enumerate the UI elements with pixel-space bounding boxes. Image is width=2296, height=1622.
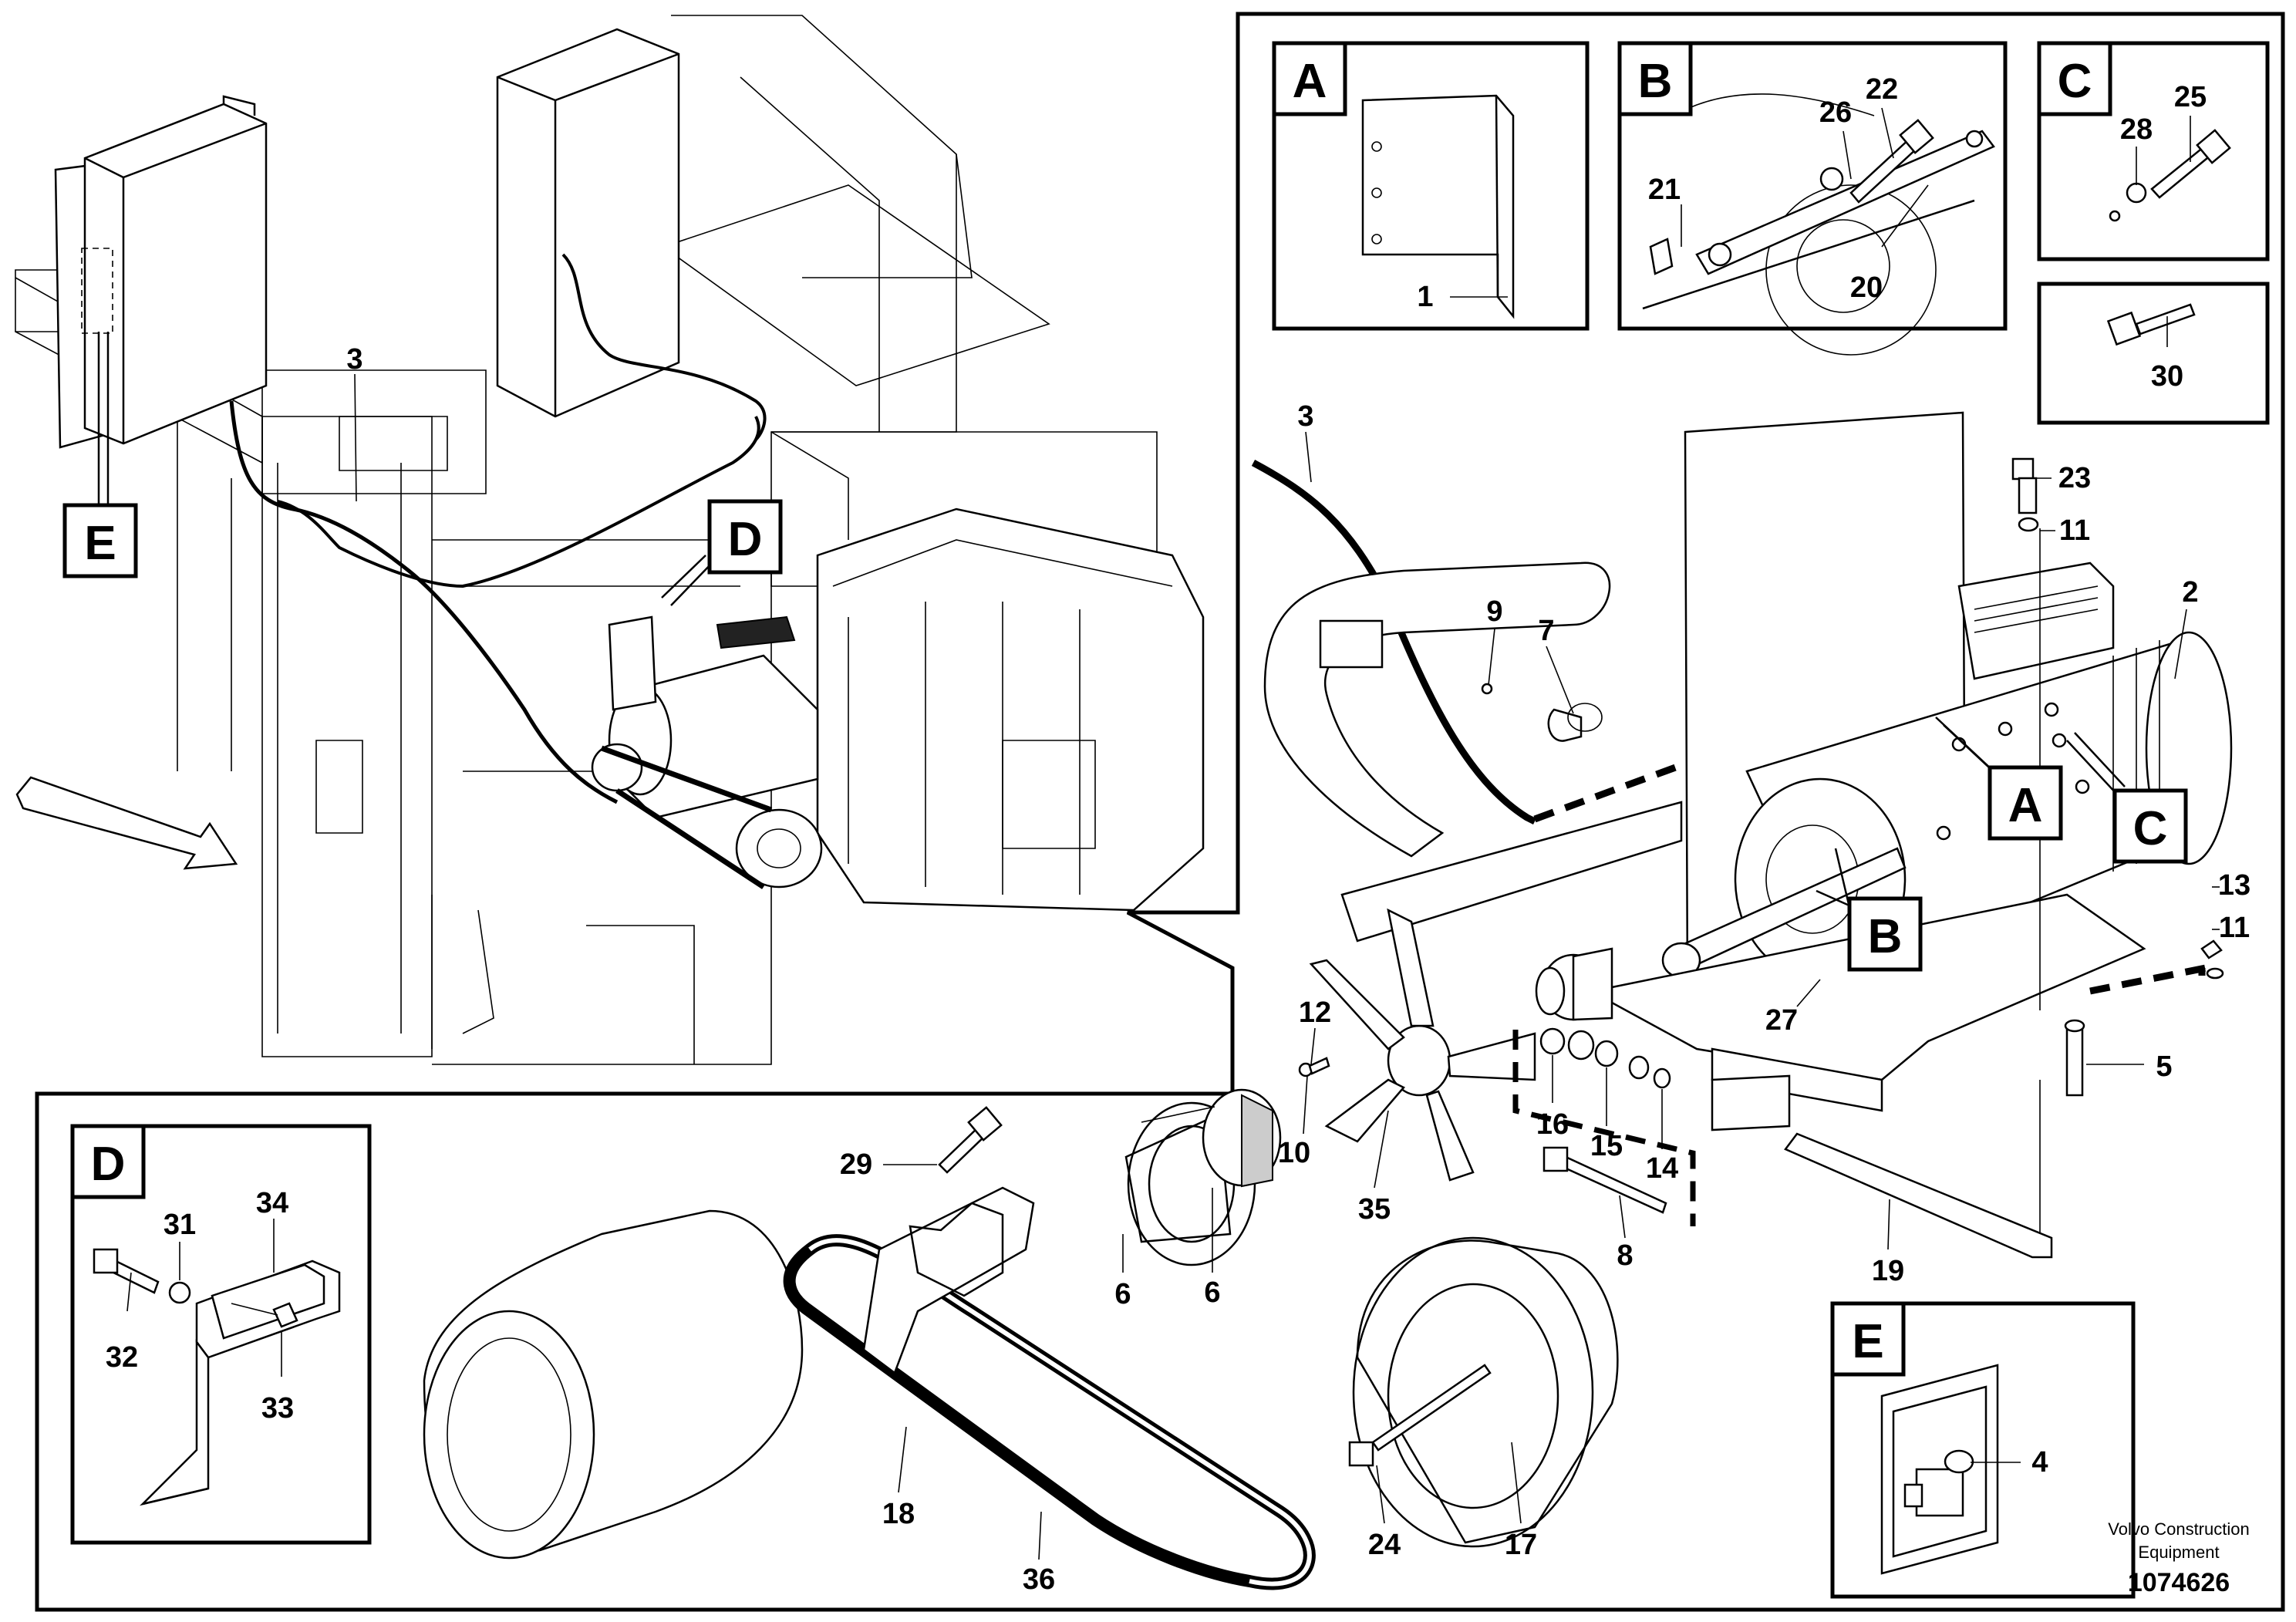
label-16: 16 <box>1536 1108 1569 1141</box>
generator-assembly <box>423 411 2233 1590</box>
label-15: 15 <box>1590 1130 1623 1162</box>
callout-D-overview: D <box>661 499 783 606</box>
svg-text:A: A <box>1293 55 1327 108</box>
label-23: 23 <box>2058 462 2091 494</box>
detail-box-C: C 28 25 <box>2037 41 2270 261</box>
label-13: 13 <box>2218 869 2250 902</box>
svg-text:32: 32 <box>106 1341 138 1374</box>
label-11-right: 11 <box>2219 912 2250 944</box>
label-9: 9 <box>1486 595 1502 628</box>
svg-text:D: D <box>91 1138 126 1191</box>
label-11-top: 11 <box>2059 514 2090 547</box>
label-17: 17 <box>1505 1529 1537 1561</box>
label-14: 14 <box>1646 1152 1678 1185</box>
label-7: 7 <box>1538 615 1554 647</box>
svg-text:E: E <box>1852 1315 1883 1368</box>
callout-E-overview: E <box>62 332 138 578</box>
svg-text:21: 21 <box>1648 174 1681 206</box>
label-10: 10 <box>1278 1137 1310 1169</box>
label-19: 19 <box>1872 1255 1904 1287</box>
footer-credit: Volvo Construction Equipment 1074626 <box>2108 1519 2249 1597</box>
label-3-overview: 3 <box>346 343 362 376</box>
detail-box-E: E 4 <box>1830 1301 2136 1599</box>
svg-text:28: 28 <box>2120 113 2153 146</box>
svg-text:B: B <box>1868 910 1903 963</box>
svg-text:B: B <box>1638 55 1673 108</box>
svg-text:D: D <box>728 513 763 566</box>
label-6-right: 6 <box>1204 1276 1220 1309</box>
svg-text:Equipment: Equipment <box>2138 1543 2219 1562</box>
machine-overview <box>15 15 1205 1065</box>
svg-text:22: 22 <box>1866 73 1898 106</box>
svg-text:A: A <box>2008 779 2043 832</box>
part-labels: 3 2 23 11 13 11 5 9 7 12 10 16 15 14 27 … <box>840 400 2250 1596</box>
label-12: 12 <box>1299 996 1331 1029</box>
svg-text:20: 20 <box>1850 271 1883 304</box>
svg-text:1: 1 <box>1417 281 1433 313</box>
svg-text:26: 26 <box>1819 96 1852 129</box>
detail-box-D: D 31 34 32 33 <box>70 1124 372 1545</box>
label-2: 2 <box>2182 576 2198 609</box>
detail-box-A: A 1 <box>1272 41 1590 331</box>
label-36: 36 <box>1023 1563 1055 1596</box>
leader-3-overview <box>354 373 357 502</box>
callout-A: A <box>1935 717 2063 841</box>
svg-text:4: 4 <box>2031 1446 2048 1479</box>
svg-text:33: 33 <box>261 1392 294 1425</box>
label-24: 24 <box>1368 1529 1401 1561</box>
label-27: 27 <box>1765 1004 1798 1037</box>
detail-box-B: B 26 22 21 20 <box>1617 41 2008 356</box>
document-number: 1074626 <box>2128 1568 2230 1597</box>
label-6-left: 6 <box>1114 1278 1131 1310</box>
label-5: 5 <box>2156 1050 2172 1083</box>
label-3-detail: 3 <box>1297 400 1313 433</box>
svg-text:Volvo Construction: Volvo Construction <box>2108 1519 2249 1539</box>
svg-text:34: 34 <box>256 1187 288 1219</box>
label-35: 35 <box>1358 1193 1391 1226</box>
detail-box-bolt: 30 <box>2037 282 2270 425</box>
svg-text:30: 30 <box>2151 360 2183 393</box>
label-18: 18 <box>882 1498 915 1530</box>
callout-C: C <box>2066 732 2188 864</box>
svg-text:25: 25 <box>2174 81 2207 113</box>
svg-text:31: 31 <box>164 1209 196 1241</box>
label-29: 29 <box>840 1148 872 1181</box>
main-frame <box>35 12 2285 1612</box>
svg-text:E: E <box>84 517 116 570</box>
svg-text:C: C <box>2058 55 2092 108</box>
callout-B: B <box>1816 848 1923 972</box>
svg-text:C: C <box>2133 802 2168 855</box>
label-8: 8 <box>1617 1239 1633 1272</box>
